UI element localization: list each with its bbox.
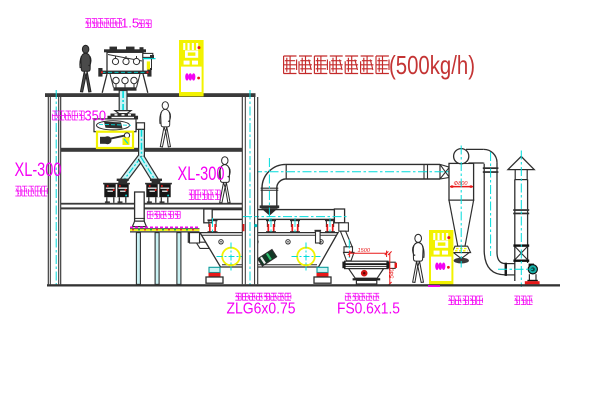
svg-text:(500kg/h): (500kg/h) [389, 50, 475, 80]
svg-text:1.5: 1.5 [121, 16, 139, 31]
svg-text:FS0.6x1.5: FS0.6x1.5 [337, 301, 400, 318]
svg-text:ZLG6x0.75: ZLG6x0.75 [227, 301, 296, 318]
svg-text:350: 350 [85, 109, 107, 125]
svg-text:XL-300: XL-300 [15, 160, 62, 181]
svg-text:1500: 1500 [358, 248, 371, 254]
svg-text:XL-300: XL-300 [178, 164, 225, 185]
svg-text:540: 540 [388, 268, 395, 279]
